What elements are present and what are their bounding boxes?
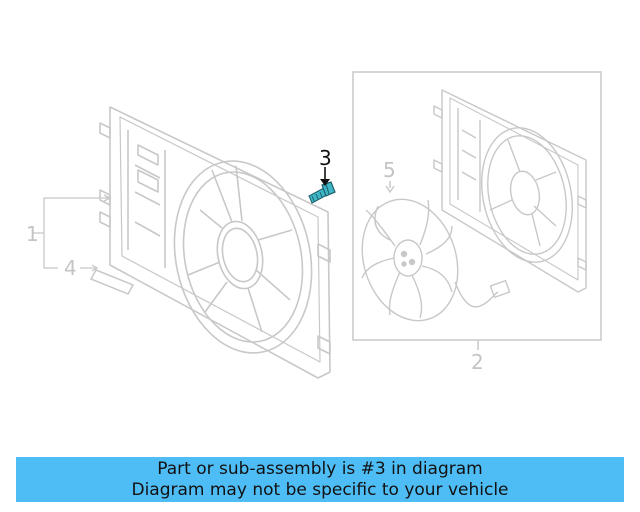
callout-2-label: 2 — [471, 350, 484, 374]
assembly-shroud-drawing — [433, 89, 587, 293]
callout-5-label: 5 — [383, 158, 396, 182]
callout-leaders-left — [32, 194, 112, 272]
banner-line-1: Part or sub-assembly is #3 in diagram — [157, 459, 483, 479]
disclaimer-banner: Part or sub-assembly is #3 in diagram Di… — [16, 457, 624, 502]
exploded-parts-diagram — [32, 71, 602, 379]
callout-1-label: 1 — [26, 222, 39, 246]
fan-shroud-drawing — [99, 106, 331, 379]
assembly-box — [352, 71, 602, 350]
banner-line-2: Diagram may not be specific to your vehi… — [131, 480, 509, 500]
fan-motor-drawing — [361, 181, 511, 322]
callout-4-label: 4 — [64, 256, 77, 280]
seal-strip-drawing — [89, 269, 135, 295]
callout-3-label: 3 — [319, 146, 332, 170]
callout-3-arrow — [320, 167, 330, 186]
bolt-part-highlight — [308, 181, 336, 204]
